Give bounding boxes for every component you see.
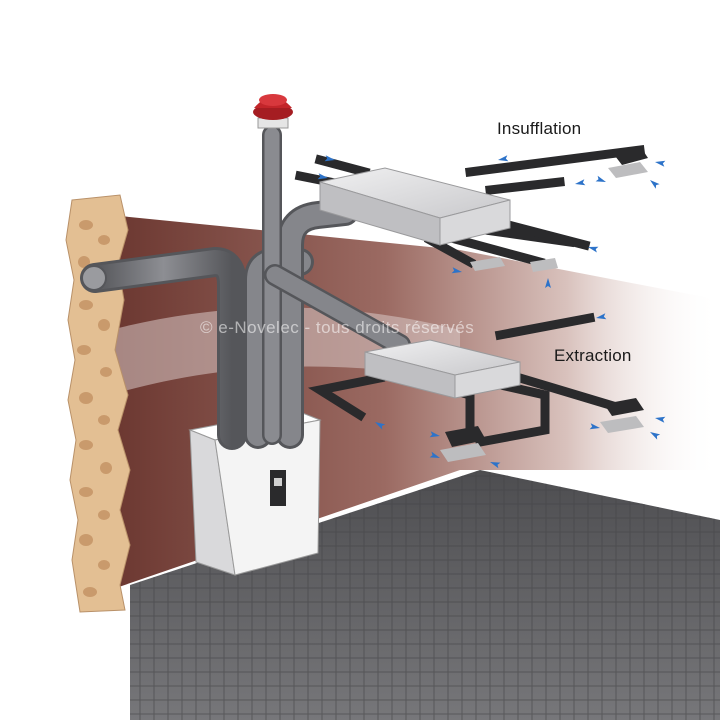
label-insufflation: Insufflation (497, 119, 582, 138)
label-extraction: Extraction (554, 346, 632, 365)
floor-tiles (130, 470, 720, 720)
flex-ducts (80, 125, 411, 450)
insufflation-plenum (319, 167, 511, 246)
watermark: © e-Novelec - tous droits réservés (200, 318, 475, 337)
vent-grille-icon (470, 146, 648, 272)
masonry-wall (65, 194, 131, 613)
extraction-vents (440, 398, 644, 462)
red-roof-cap-icon (253, 94, 293, 129)
extraction-plenum (364, 339, 521, 399)
wall-duct-outlet (81, 265, 107, 291)
control-panel (270, 470, 286, 506)
